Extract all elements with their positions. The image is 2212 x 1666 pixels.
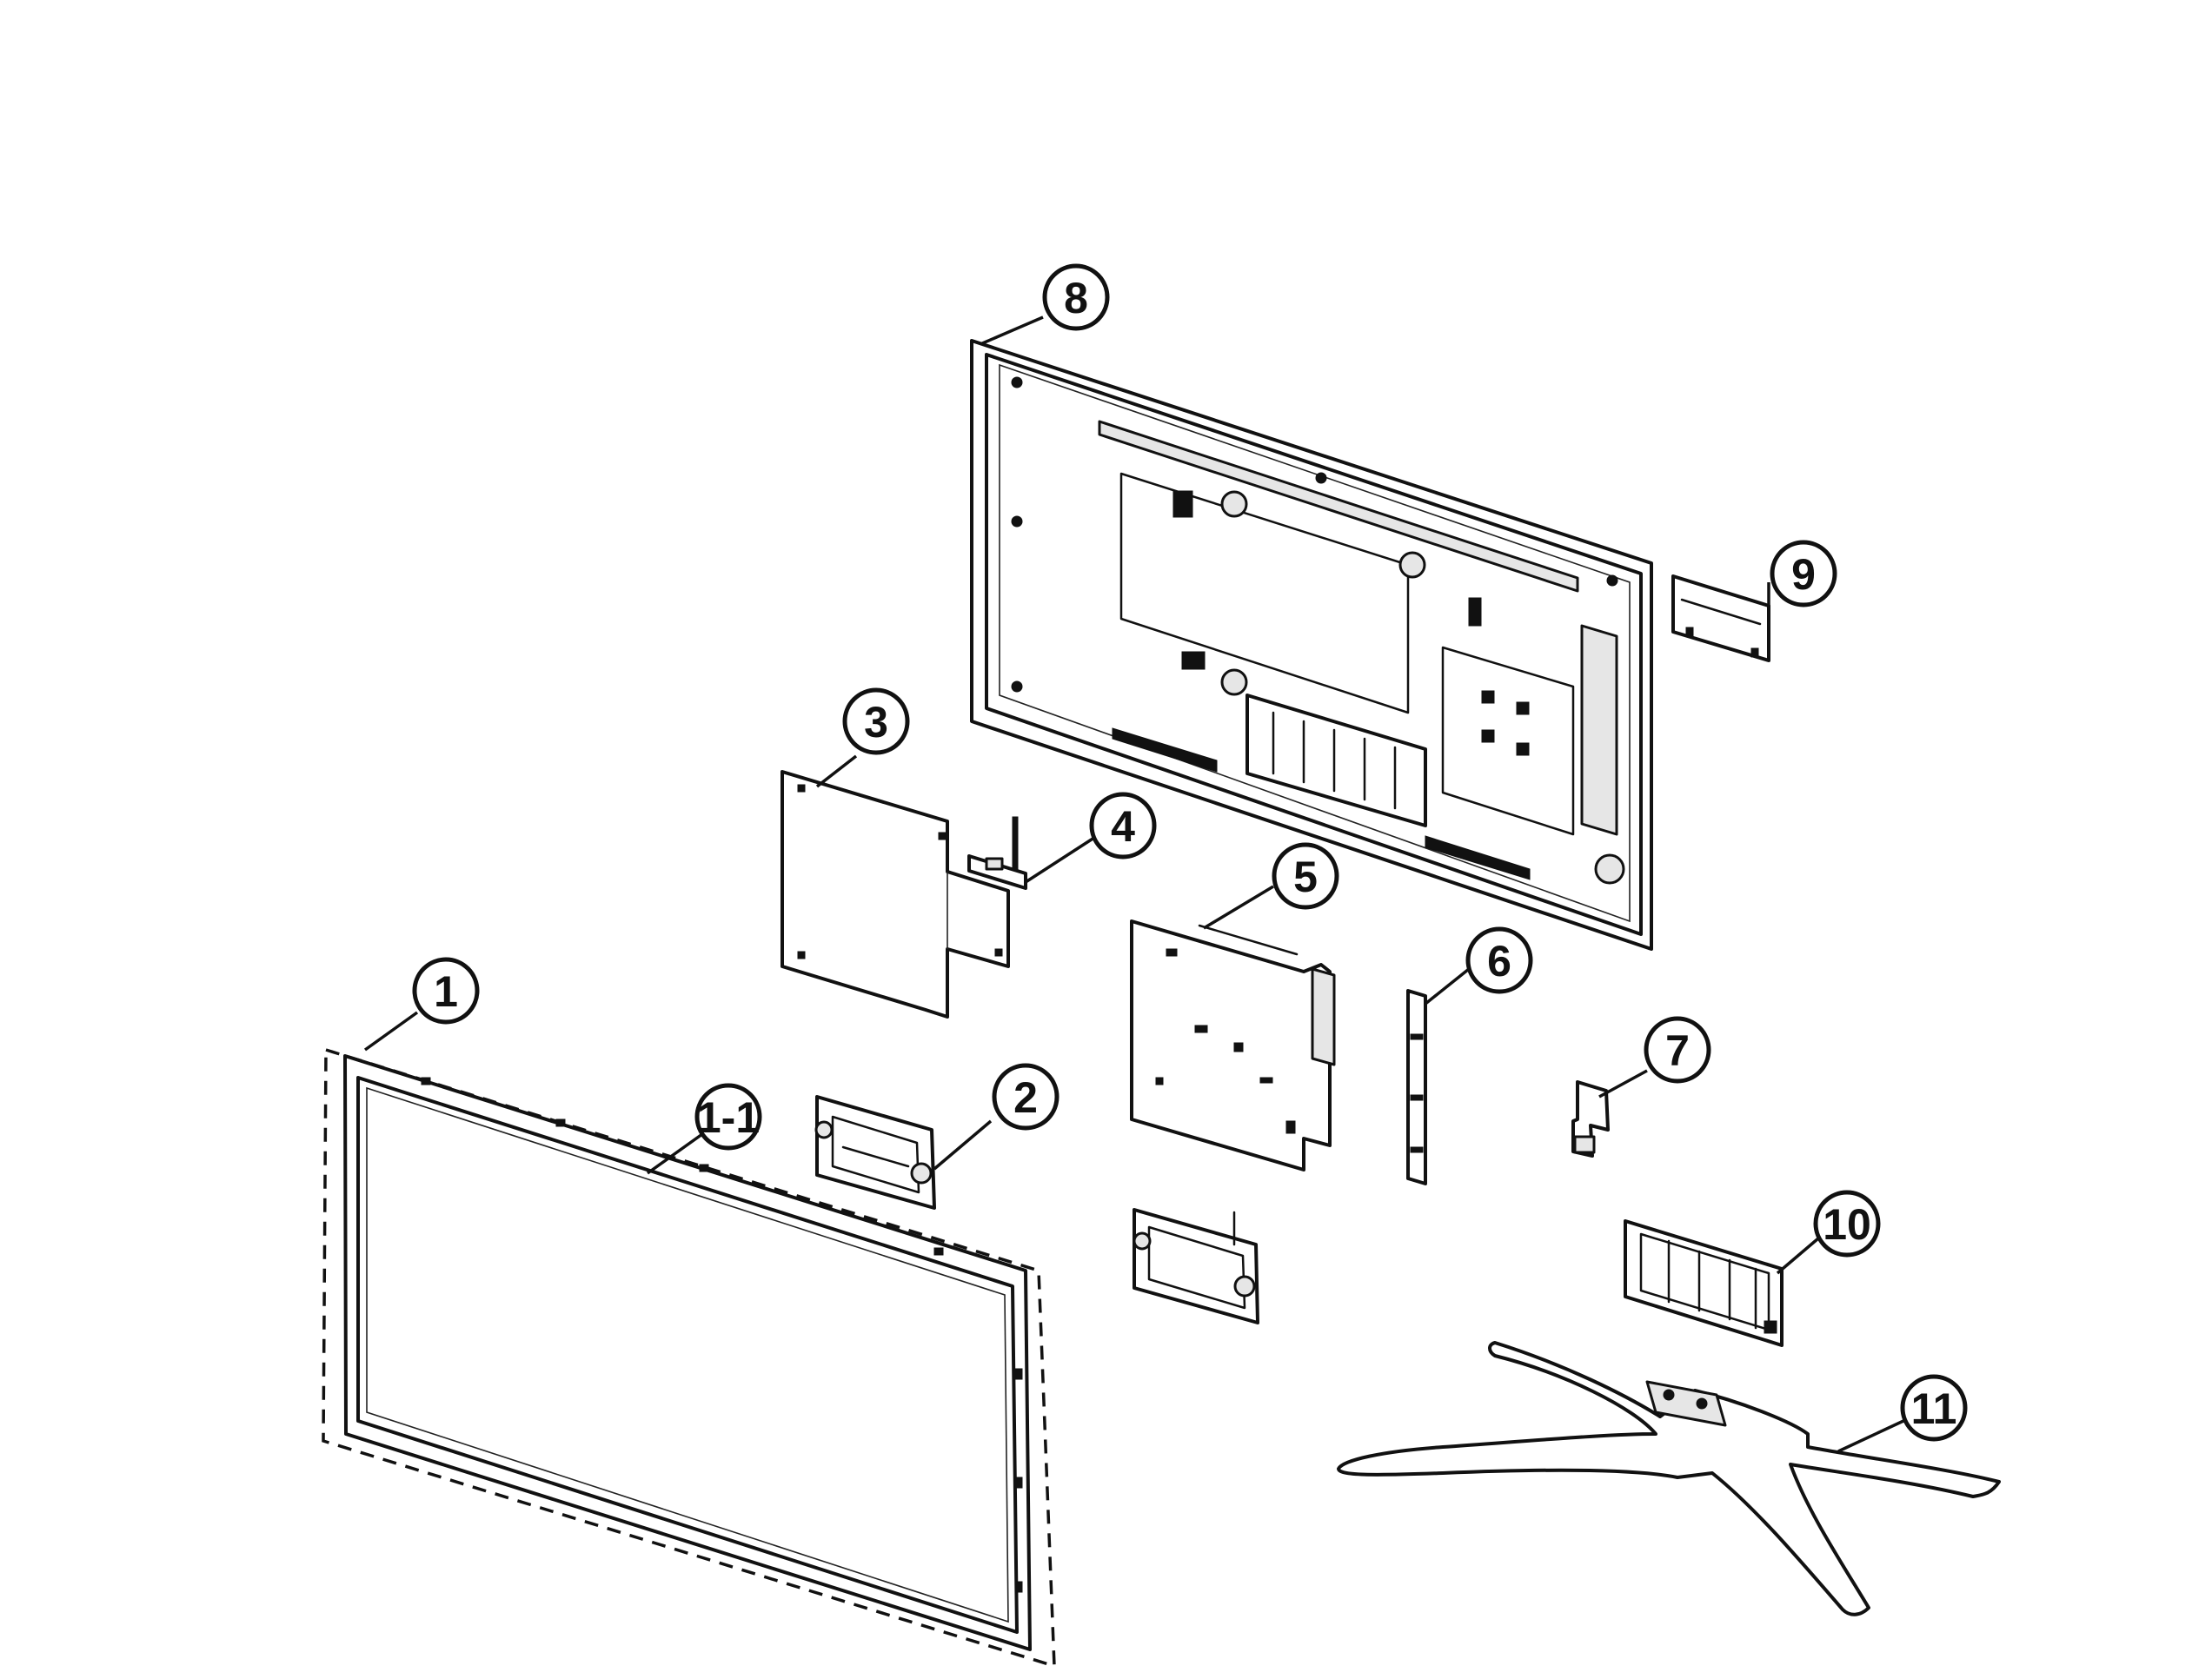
part-10-stand-bracket xyxy=(1624,1219,1784,1347)
callout-bubble xyxy=(1900,1374,1968,1442)
callout-label: 1-1 xyxy=(697,1093,760,1142)
part-3-power-board xyxy=(781,770,1010,1019)
part-5-main-board xyxy=(1130,919,1336,1172)
callout-label: 2 xyxy=(1013,1073,1038,1122)
part-2-speaker xyxy=(814,1095,936,1210)
callout-bubble xyxy=(1644,1016,1711,1084)
callout-bubble xyxy=(1465,926,1533,994)
callout-3: 3 xyxy=(842,687,910,755)
callout-1-1: 1-1 xyxy=(694,1083,762,1151)
callout-2: 2 xyxy=(992,1063,1060,1131)
callout-8: 8 xyxy=(1042,263,1110,331)
callout-label: 10 xyxy=(1823,1200,1871,1249)
callout-bubble xyxy=(992,1063,1060,1131)
callout-label: 6 xyxy=(1487,937,1511,986)
callout-label: 5 xyxy=(1293,853,1318,901)
callout-bubble xyxy=(1272,842,1339,910)
part-11-stand-base xyxy=(1337,1341,2001,1616)
leader-lines xyxy=(363,315,1904,1453)
callout-9: 9 xyxy=(1770,540,1837,607)
callout-bubble xyxy=(1813,1190,1881,1258)
part-4-bracket xyxy=(967,816,1027,890)
callout-4: 4 xyxy=(1089,792,1157,860)
callout-10: 10 xyxy=(1813,1190,1881,1258)
callout-label: 7 xyxy=(1665,1026,1690,1075)
callout-bubble xyxy=(842,687,910,755)
callout-11: 11 xyxy=(1900,1374,1968,1442)
part-8-rear-cover xyxy=(970,339,1653,951)
callout-1: 1 xyxy=(412,957,480,1025)
part-7-clip xyxy=(1571,1080,1610,1158)
callout-label: 11 xyxy=(1911,1384,1957,1433)
callout-label: 4 xyxy=(1111,802,1135,851)
callout-bubble xyxy=(1089,792,1157,860)
callout-7: 7 xyxy=(1644,1016,1711,1084)
callout-bubble xyxy=(1770,540,1837,607)
callout-label: 8 xyxy=(1064,274,1088,322)
callout-label: 3 xyxy=(864,698,888,747)
callout-5: 5 xyxy=(1272,842,1339,910)
part-9-terminal-cover xyxy=(1671,574,1770,662)
callout-bubble xyxy=(694,1083,762,1151)
part-6-side-strip xyxy=(1406,989,1427,1185)
callout-label: 9 xyxy=(1791,550,1816,599)
callout-label: 1 xyxy=(434,967,458,1016)
callout-bubble xyxy=(412,957,480,1025)
callout-6: 6 xyxy=(1465,926,1533,994)
speaker-lower xyxy=(1133,1208,1259,1324)
part-1-front-panel xyxy=(322,1047,1056,1666)
callout-bubble xyxy=(1042,263,1110,331)
